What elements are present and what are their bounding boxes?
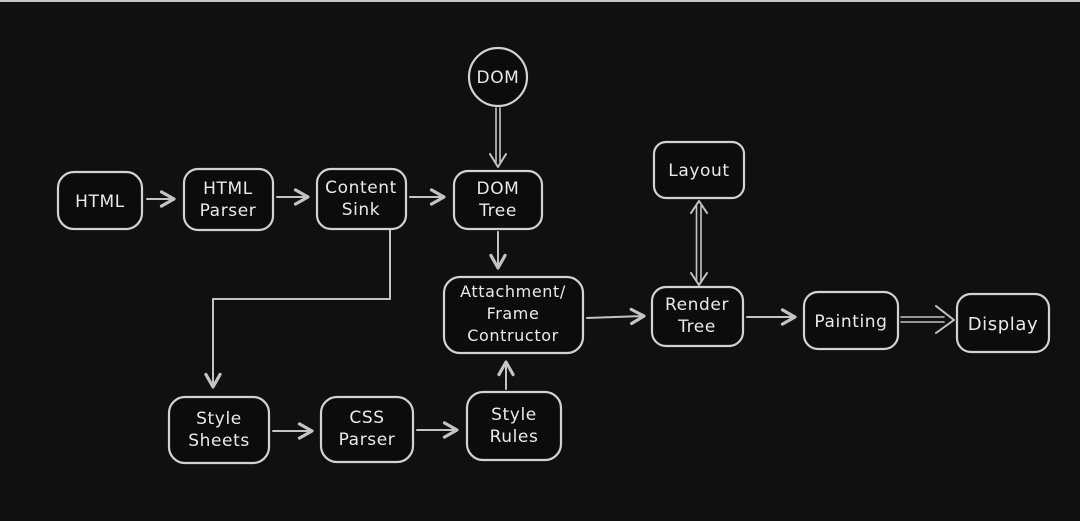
html-parser-box: [182, 167, 275, 232]
painting-label: Painting: [814, 312, 887, 332]
dom-tree-box: [452, 169, 544, 231]
html-box: [56, 170, 144, 231]
layout-box: [652, 140, 746, 200]
node-content-sink: Content Sink: [315, 167, 408, 231]
attachment-label-line1: Attachment/: [460, 282, 566, 301]
node-style-rules: Style Rules: [465, 390, 563, 462]
node-css-parser: CSS Parser: [319, 395, 415, 464]
display-label: Display: [968, 314, 1039, 335]
html-parser-label-line1: HTML: [203, 179, 253, 199]
node-html-parser: HTML Parser: [182, 167, 275, 232]
node-html: HTML: [56, 170, 144, 231]
attachment-box: [442, 275, 585, 355]
node-dom-tree: DOM Tree: [452, 169, 544, 231]
style-rules-label-line1: Style: [491, 405, 537, 425]
arrow-dom-to-dom-tree: [489, 107, 507, 168]
style-rules-box: [465, 390, 563, 462]
attachment-label-line2: Frame: [487, 304, 540, 323]
render-tree-label-line2: Tree: [677, 317, 716, 337]
dom-tree-label-line2: Tree: [478, 201, 517, 221]
arrow-attachment-to-render-tree: [586, 307, 646, 326]
node-render-tree: Render Tree: [650, 285, 745, 348]
top-edge-line: [0, 0, 1080, 2]
content-sink-label-line1: Content: [325, 178, 397, 198]
dom-tree-label-line1: DOM: [477, 179, 520, 199]
node-painting: Painting: [802, 290, 900, 351]
content-sink-label-line2: Sink: [342, 200, 381, 220]
node-dom: DOM: [467, 46, 529, 108]
edges: [146, 107, 955, 440]
html-parser-label-line2: Parser: [200, 201, 257, 221]
style-sheets-label-line1: Style: [196, 409, 242, 429]
render-tree-box: [650, 285, 745, 348]
dom-label: DOM: [477, 68, 520, 88]
node-style-sheets: Style Sheets: [167, 395, 271, 465]
css-parser-label-line2: Parser: [339, 430, 396, 450]
nodes: HTML HTML Parser Content Sink DOM DOM Tr…: [56, 46, 1051, 465]
css-parser-label-line1: CSS: [349, 408, 384, 428]
node-display: Display: [955, 292, 1051, 354]
display-box: [955, 292, 1051, 354]
layout-label: Layout: [668, 161, 729, 181]
node-attachment-frame-contructor: Attachment/ Frame Contructor: [442, 275, 585, 355]
html-label: HTML: [75, 192, 125, 212]
style-sheets-box: [167, 395, 271, 465]
css-parser-box: [319, 395, 415, 464]
node-layout: Layout: [652, 140, 746, 200]
style-sheets-label-line2: Sheets: [188, 431, 250, 451]
dom-circle: [467, 46, 529, 108]
arrow-layout-render-tree-bidirectional: [690, 200, 708, 286]
render-tree-label-line1: Render: [665, 295, 729, 315]
arrow-painting-to-display: [900, 305, 955, 334]
painting-box: [802, 290, 900, 351]
arrow-content-sink-to-style-sheets: [204, 229, 391, 389]
style-rules-label-line2: Rules: [490, 427, 539, 447]
content-sink-box: [315, 167, 408, 231]
attachment-label-line3: Contructor: [467, 326, 559, 345]
